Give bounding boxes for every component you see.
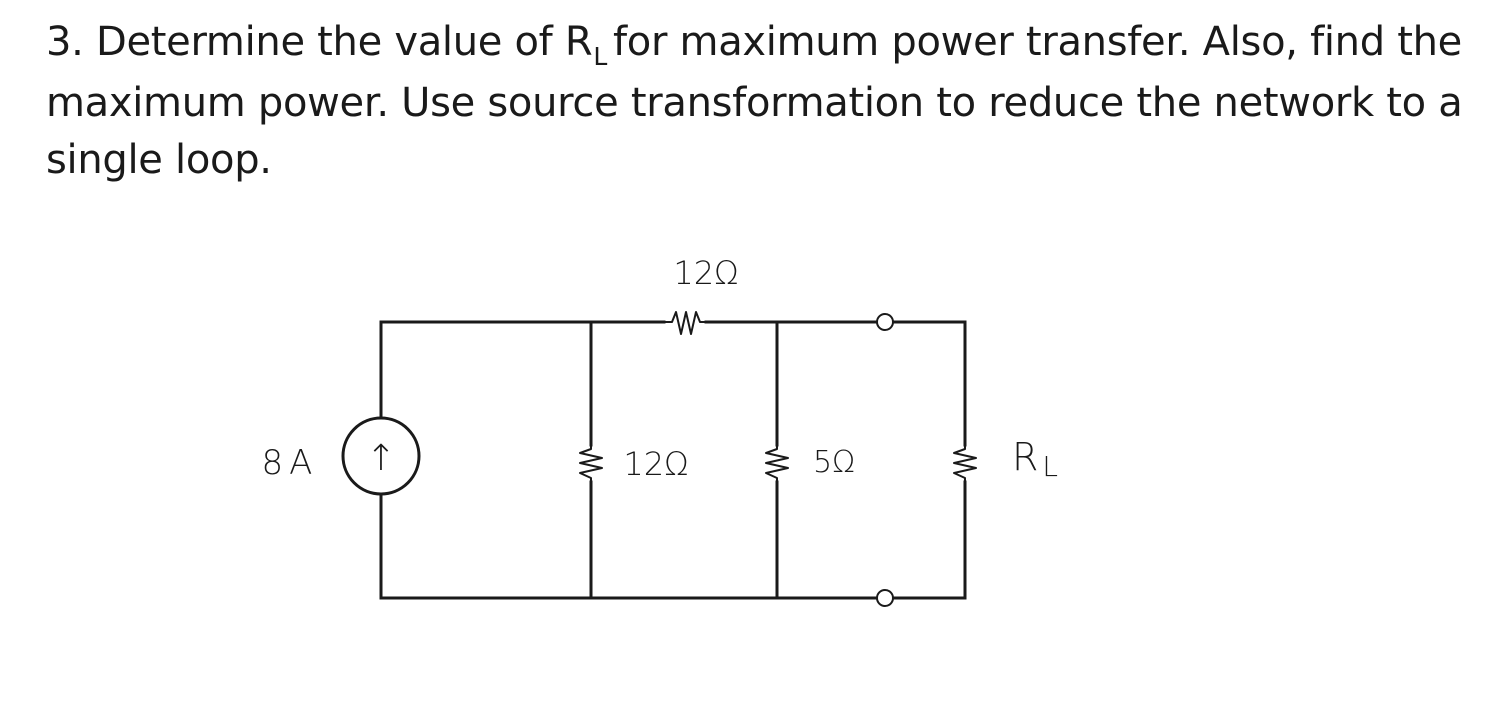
terminal-bottom (876, 589, 894, 607)
series-resistor (663, 311, 707, 335)
current-source-label: 8A (262, 443, 319, 483)
load-resistor-label-main: R (1012, 435, 1038, 479)
circuit-wires (379, 320, 967, 600)
load-resistor (953, 444, 977, 483)
current-source-arrow: ↑ (366, 438, 396, 479)
problem-text-start: 3. Determine the value of R (46, 19, 593, 65)
current-source: ↑ (341, 416, 421, 496)
series-resistor-label: 12Ω (673, 254, 738, 292)
shunt-resistor-1 (579, 444, 603, 483)
shunt-resistor-2 (765, 444, 789, 483)
problem-subscript: L (593, 42, 608, 71)
problem-text-end: for maximum power transfer. Also, find t… (46, 19, 1463, 183)
load-resistor-label-sub: L (1042, 450, 1058, 483)
terminal-top (876, 313, 894, 331)
shunt-resistor-2-label: 5Ω (813, 445, 855, 480)
shunt-resistor-1-label: 12Ω (623, 445, 688, 483)
